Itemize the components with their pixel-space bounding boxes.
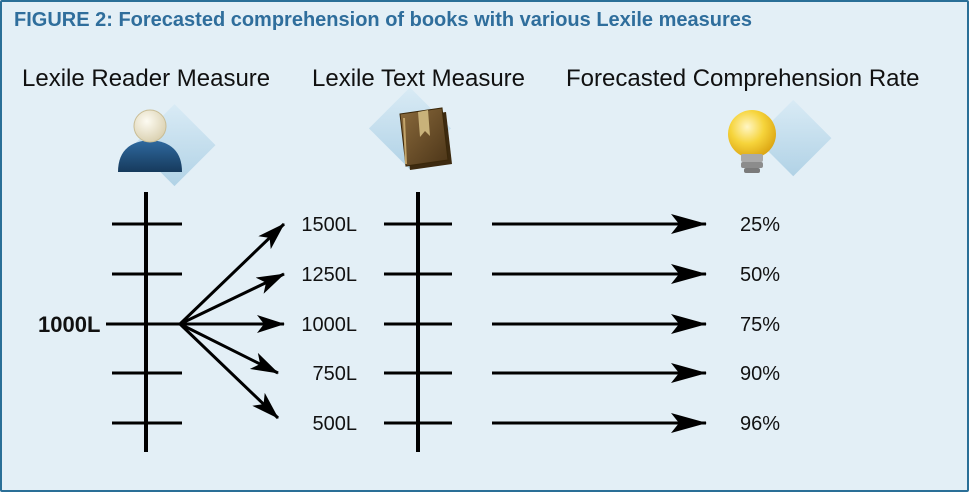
text-measure-label: 1000L <box>301 314 357 336</box>
rate-label: 50% <box>740 264 780 286</box>
fan-arrow <box>178 322 280 420</box>
text-measure-label: 750L <box>313 363 358 385</box>
rate-label: 25% <box>740 214 780 236</box>
column-header-text: Lexile Text Measure <box>312 65 525 92</box>
rate-label: 75% <box>740 314 780 336</box>
rate-label: 96% <box>740 413 780 435</box>
text-measure-label: 1250L <box>301 264 357 286</box>
text-measure-label: 1500L <box>301 214 357 236</box>
fan-arrow <box>178 222 286 326</box>
fan-arrow <box>179 322 279 375</box>
person-icon <box>118 104 216 187</box>
fan-arrow <box>179 272 285 326</box>
lightbulb-icon <box>728 99 832 177</box>
column-header-rate: Forecasted Comprehension Rate <box>566 65 920 92</box>
book-icon <box>368 87 452 170</box>
text-measure-label: 500L <box>313 413 358 435</box>
rate-label: 90% <box>740 363 780 385</box>
column-header-reader: Lexile Reader Measure <box>22 65 270 92</box>
figure-title: FIGURE 2: Forecasted comprehension of bo… <box>14 9 752 31</box>
reader-measure-label: 1000L <box>38 312 100 337</box>
